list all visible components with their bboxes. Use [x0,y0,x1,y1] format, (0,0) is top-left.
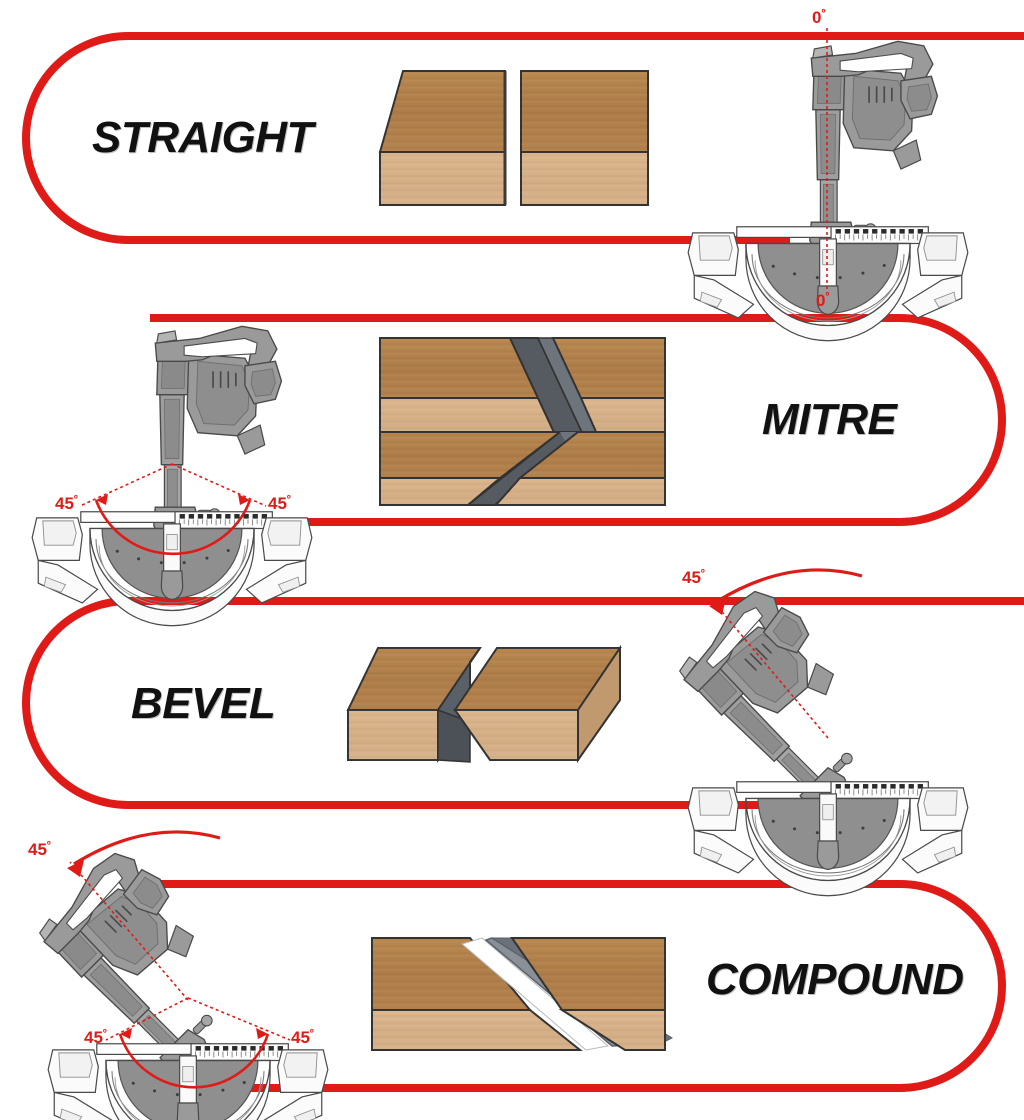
angle-value: 45 [291,1028,310,1047]
section-label-bevel: BEVEL [131,679,276,728]
degree-symbol: º [825,290,830,303]
angle-label-compound-left: 45º [84,1028,107,1048]
wood-bevel-left [346,647,482,763]
angle-value: 0 [816,291,826,310]
degree-symbol: º [46,839,51,852]
angle-value: 45 [268,494,287,513]
angle-value: 45 [55,494,74,513]
angle-label-compound-bevel: 45º [28,840,51,860]
degree-symbol: º [309,1027,314,1040]
angle-value: 45 [84,1028,103,1047]
angle-label-straight-bottom: 0º [816,291,829,311]
degree-symbol: º [821,7,826,20]
saw-compound [30,839,329,1120]
degree-symbol: º [700,567,705,580]
saw-mitre [31,325,313,627]
wood-straight-left [378,70,507,206]
angle-label-compound-right: 45º [291,1028,314,1048]
angle-label-mitre-left: 45º [55,494,78,514]
bevel-angle-guides [709,568,863,739]
angle-label-bevel: 45º [682,568,705,588]
angle-value: 45 [682,568,701,587]
section-label-straight: STRAIGHT [92,113,313,162]
degree-symbol: º [102,1027,107,1040]
wood-bevel-right [453,644,622,764]
compound-angle-guides [67,830,291,1089]
wood-mitre-lower [379,431,666,506]
section-label-compound: COMPOUND [706,955,964,1004]
degree-symbol: º [286,493,291,506]
section-label-mitre: MITRE [762,395,897,444]
saw-bevel [670,577,969,897]
angle-label-mitre-right: 45º [268,494,291,514]
wood-straight-right [520,70,649,206]
wood-compound [371,937,674,1051]
angle-label-straight-top: 0º [812,8,825,28]
mitre-angle-guides [79,463,267,556]
angle-value: 45 [28,840,47,859]
degree-symbol: º [73,493,78,506]
angle-value: 0 [812,8,822,27]
